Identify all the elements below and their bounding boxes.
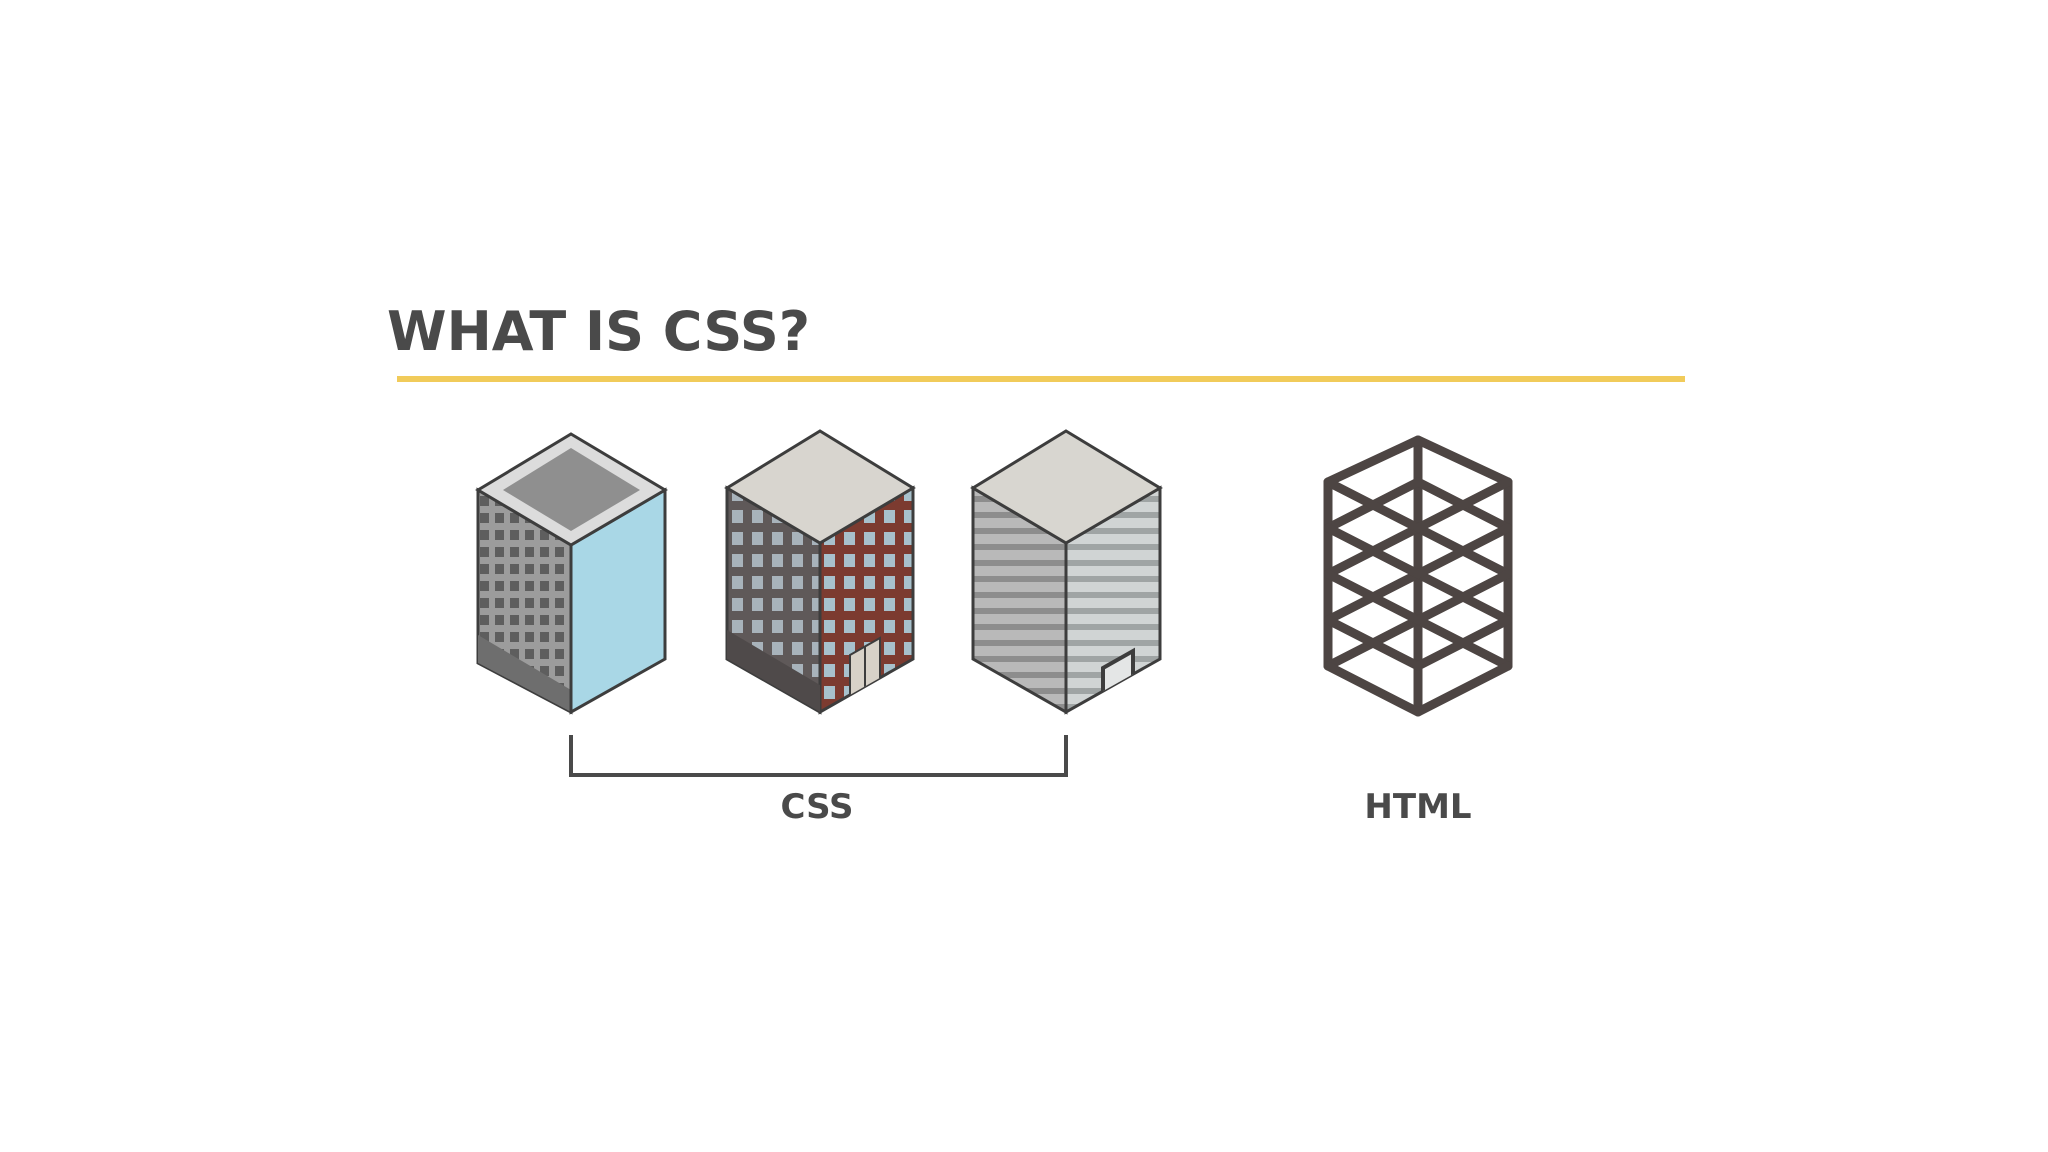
slide-title: WHAT IS CSS? — [387, 300, 811, 363]
steel-frame-structure-icon — [1323, 435, 1513, 717]
brick-office-building-icon — [724, 429, 916, 715]
concrete-office-building-icon — [970, 429, 1163, 715]
css-bracket — [569, 735, 1068, 777]
html-label: HTML — [1364, 787, 1472, 827]
css-label: CSS — [780, 787, 854, 827]
glass-office-building-icon — [475, 432, 668, 715]
title-underline — [397, 376, 1685, 382]
building1-base — [478, 635, 571, 712]
